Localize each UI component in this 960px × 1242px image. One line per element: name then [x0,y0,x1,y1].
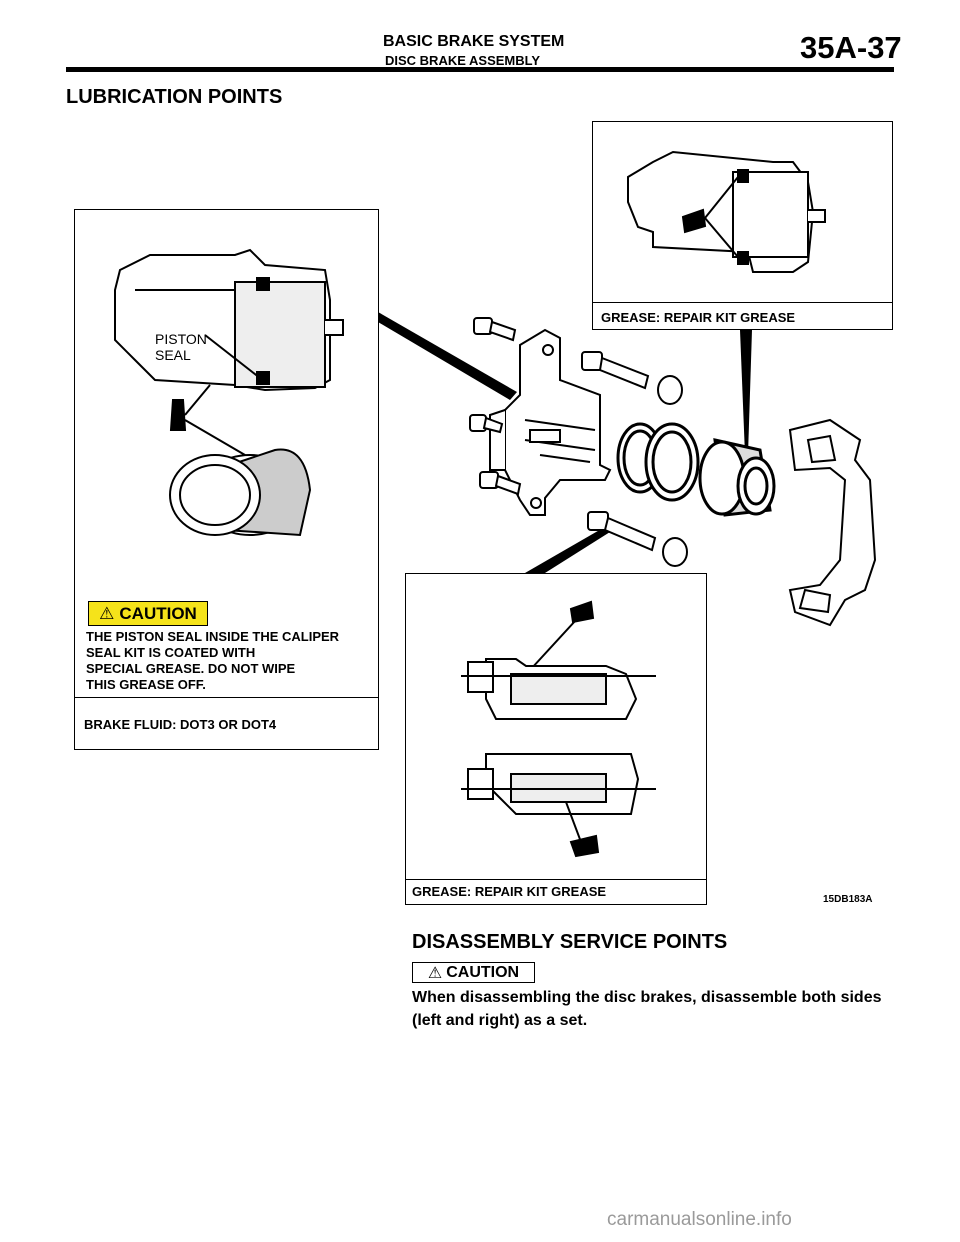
caution-line: THIS GREASE OFF. [86,677,206,692]
section-title: BASIC BRAKE SYSTEM [383,33,565,50]
piston-seal-label: PISTON SEAL [155,331,207,363]
grease-inset-top: GREASE: REPAIR KIT GREASE [592,121,893,330]
caution-badge: ⚠ CAUTION [88,601,208,626]
box-divider [75,697,378,698]
warning-icon: ⚠ [99,603,115,623]
caution-badge-label: CAUTION [119,603,197,623]
caution-line: SEAL KIT IS COATED WITH [86,645,256,660]
disassembly-heading: DISASSEMBLY SERVICE POINTS [412,931,728,953]
disassembly-text: When disassembling the disc brakes, disa… [412,989,882,1029]
slide-pin-section-drawing [461,600,656,858]
inset-divider [406,879,706,880]
piston-label-line1: PISTON [155,331,207,347]
piston-label-line2: SEAL [155,347,191,363]
caution-line: THE PISTON SEAL INSIDE THE CALIPER [86,629,340,644]
caliper-section-drawing [627,150,826,273]
caution-box: ⚠ CAUTION [412,962,535,983]
piston-seal-drawing [114,248,344,537]
grease-inset-bottom: GREASE: REPAIR KIT GREASE [405,573,707,905]
figure-code: 15DB183A [823,894,873,905]
header-rule [66,67,894,72]
caution-text: THE PISTON SEAL INSIDE THE CALIPER SEAL … [86,629,371,693]
lubrication-heading: LUBRICATION POINTS [66,86,283,108]
brake-fluid-label: BRAKE FLUID: DOT3 OR DOT4 [84,717,277,732]
caution-line: SPECIAL GREASE. DO NOT WIPE [86,661,296,676]
watermark: carmanualsonline.info [607,1209,792,1230]
grease-label-top: GREASE: REPAIR KIT GREASE [601,310,796,325]
grease-label-bottom: GREASE: REPAIR KIT GREASE [412,884,607,899]
inset-divider [593,302,892,303]
piston-seal-box: PISTON SEAL ⚠ CAUTION THE PISTON SEAL IN… [74,209,379,750]
warning-icon: ⚠ [427,964,443,982]
section-subtitle: DISC BRAKE ASSEMBLY [385,53,541,68]
page-number: 35A-37 [800,30,902,65]
caution-label: CAUTION [446,963,520,981]
